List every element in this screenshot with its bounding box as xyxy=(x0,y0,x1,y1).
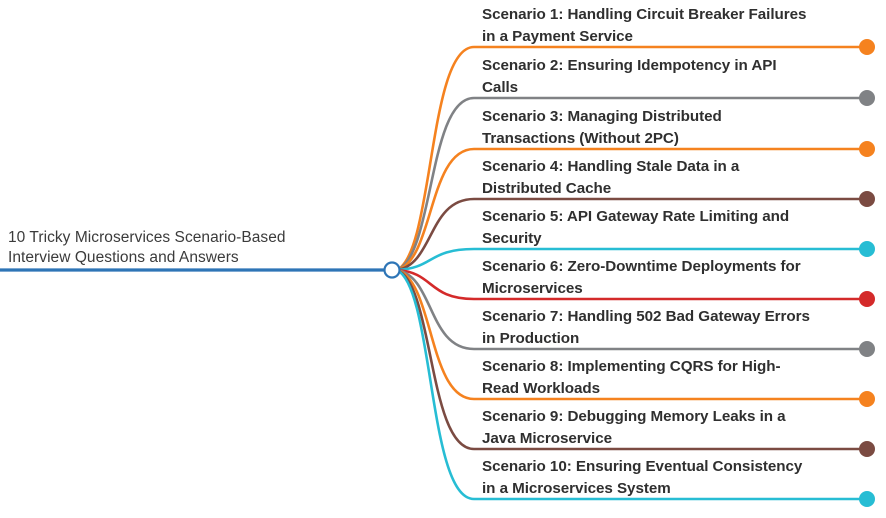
branch-7-label-line-2: in Production xyxy=(482,330,580,347)
branch-6-label-line-1: Scenario 6: Zero-Downtime Deployments fo… xyxy=(482,258,801,275)
branch-4-label-line-2: Distributed Cache xyxy=(482,180,612,197)
branch-2-label-line-2: Calls xyxy=(482,79,519,96)
branch-node-2[interactable]: Scenario 2: Ensuring Idempotency in API C… xyxy=(482,55,858,99)
branch-9-label-line-1: Scenario 9: Debugging Memory Leaks in a xyxy=(482,408,786,425)
branch-4-label-line-1: Scenario 4: Handling Stale Data in a xyxy=(482,158,740,175)
root-hub-node[interactable] xyxy=(383,261,401,279)
root-label-line-2: Interview Questions and Answers xyxy=(8,249,239,266)
branch-node-7[interactable]: Scenario 7: Handling 502 Bad Gateway Err… xyxy=(482,306,858,350)
branch-node-8[interactable]: Scenario 8: Implementing CQRS for High- R… xyxy=(482,356,858,400)
root-node-label: 10 Tricky Microservices Scenario-Based I… xyxy=(8,228,338,268)
branch-8-label-line-2: Read Workloads xyxy=(482,380,601,397)
branch-10-label-line-1: Scenario 10: Ensuring Eventual Consisten… xyxy=(482,458,803,475)
branch-10-label-line-2: in a Microservices System xyxy=(482,480,671,497)
branch-5-label-line-2: Security xyxy=(482,230,542,247)
branch-1-label-line-1: Scenario 1: Handling Circuit Breaker Fai… xyxy=(482,6,807,23)
branch-node-9[interactable]: Scenario 9: Debugging Memory Leaks in a J… xyxy=(482,406,858,450)
branch-end-dot-6[interactable] xyxy=(859,291,875,307)
branch-node-4[interactable]: Scenario 4: Handling Stale Data in a Dist… xyxy=(482,156,858,200)
root-label-line-1: 10 Tricky Microservices Scenario-Based xyxy=(8,229,286,246)
branch-7-label-line-1: Scenario 7: Handling 502 Bad Gateway Err… xyxy=(482,308,810,325)
branch-node-5[interactable]: Scenario 5: API Gateway Rate Limiting an… xyxy=(482,206,858,250)
branch-6-label-line-2: Microservices xyxy=(482,280,583,297)
branch-node-6[interactable]: Scenario 6: Zero-Downtime Deployments fo… xyxy=(482,256,858,300)
branch-9-label-line-2: Java Microservice xyxy=(482,430,613,447)
branch-5-label-line-1: Scenario 5: API Gateway Rate Limiting an… xyxy=(482,208,790,225)
branch-1-label-line-2: in a Payment Service xyxy=(482,28,633,45)
branch-end-dot-2[interactable] xyxy=(859,90,875,106)
branch-3-label-line-2: Transactions (Without 2PC) xyxy=(482,130,679,147)
branch-node-1[interactable]: Scenario 1: Handling Circuit Breaker Fai… xyxy=(482,4,858,48)
branch-node-10[interactable]: Scenario 10: Ensuring Eventual Consisten… xyxy=(482,456,858,500)
branch-end-dot-5[interactable] xyxy=(859,241,875,257)
branch-2-label-line-1: Scenario 2: Ensuring Idempotency in API xyxy=(482,57,777,74)
branch-end-dot-3[interactable] xyxy=(859,141,875,157)
branch-end-dot-4[interactable] xyxy=(859,191,875,207)
branch-3-label-line-1: Scenario 3: Managing Distributed xyxy=(482,108,722,125)
branch-end-dot-10[interactable] xyxy=(859,491,875,507)
branch-8-label-line-1: Scenario 8: Implementing CQRS for High- xyxy=(482,358,781,375)
branch-end-dot-9[interactable] xyxy=(859,441,875,457)
branch-end-dot-1[interactable] xyxy=(859,39,875,55)
branch-end-dot-8[interactable] xyxy=(859,391,875,407)
branch-end-dot-7[interactable] xyxy=(859,341,875,357)
